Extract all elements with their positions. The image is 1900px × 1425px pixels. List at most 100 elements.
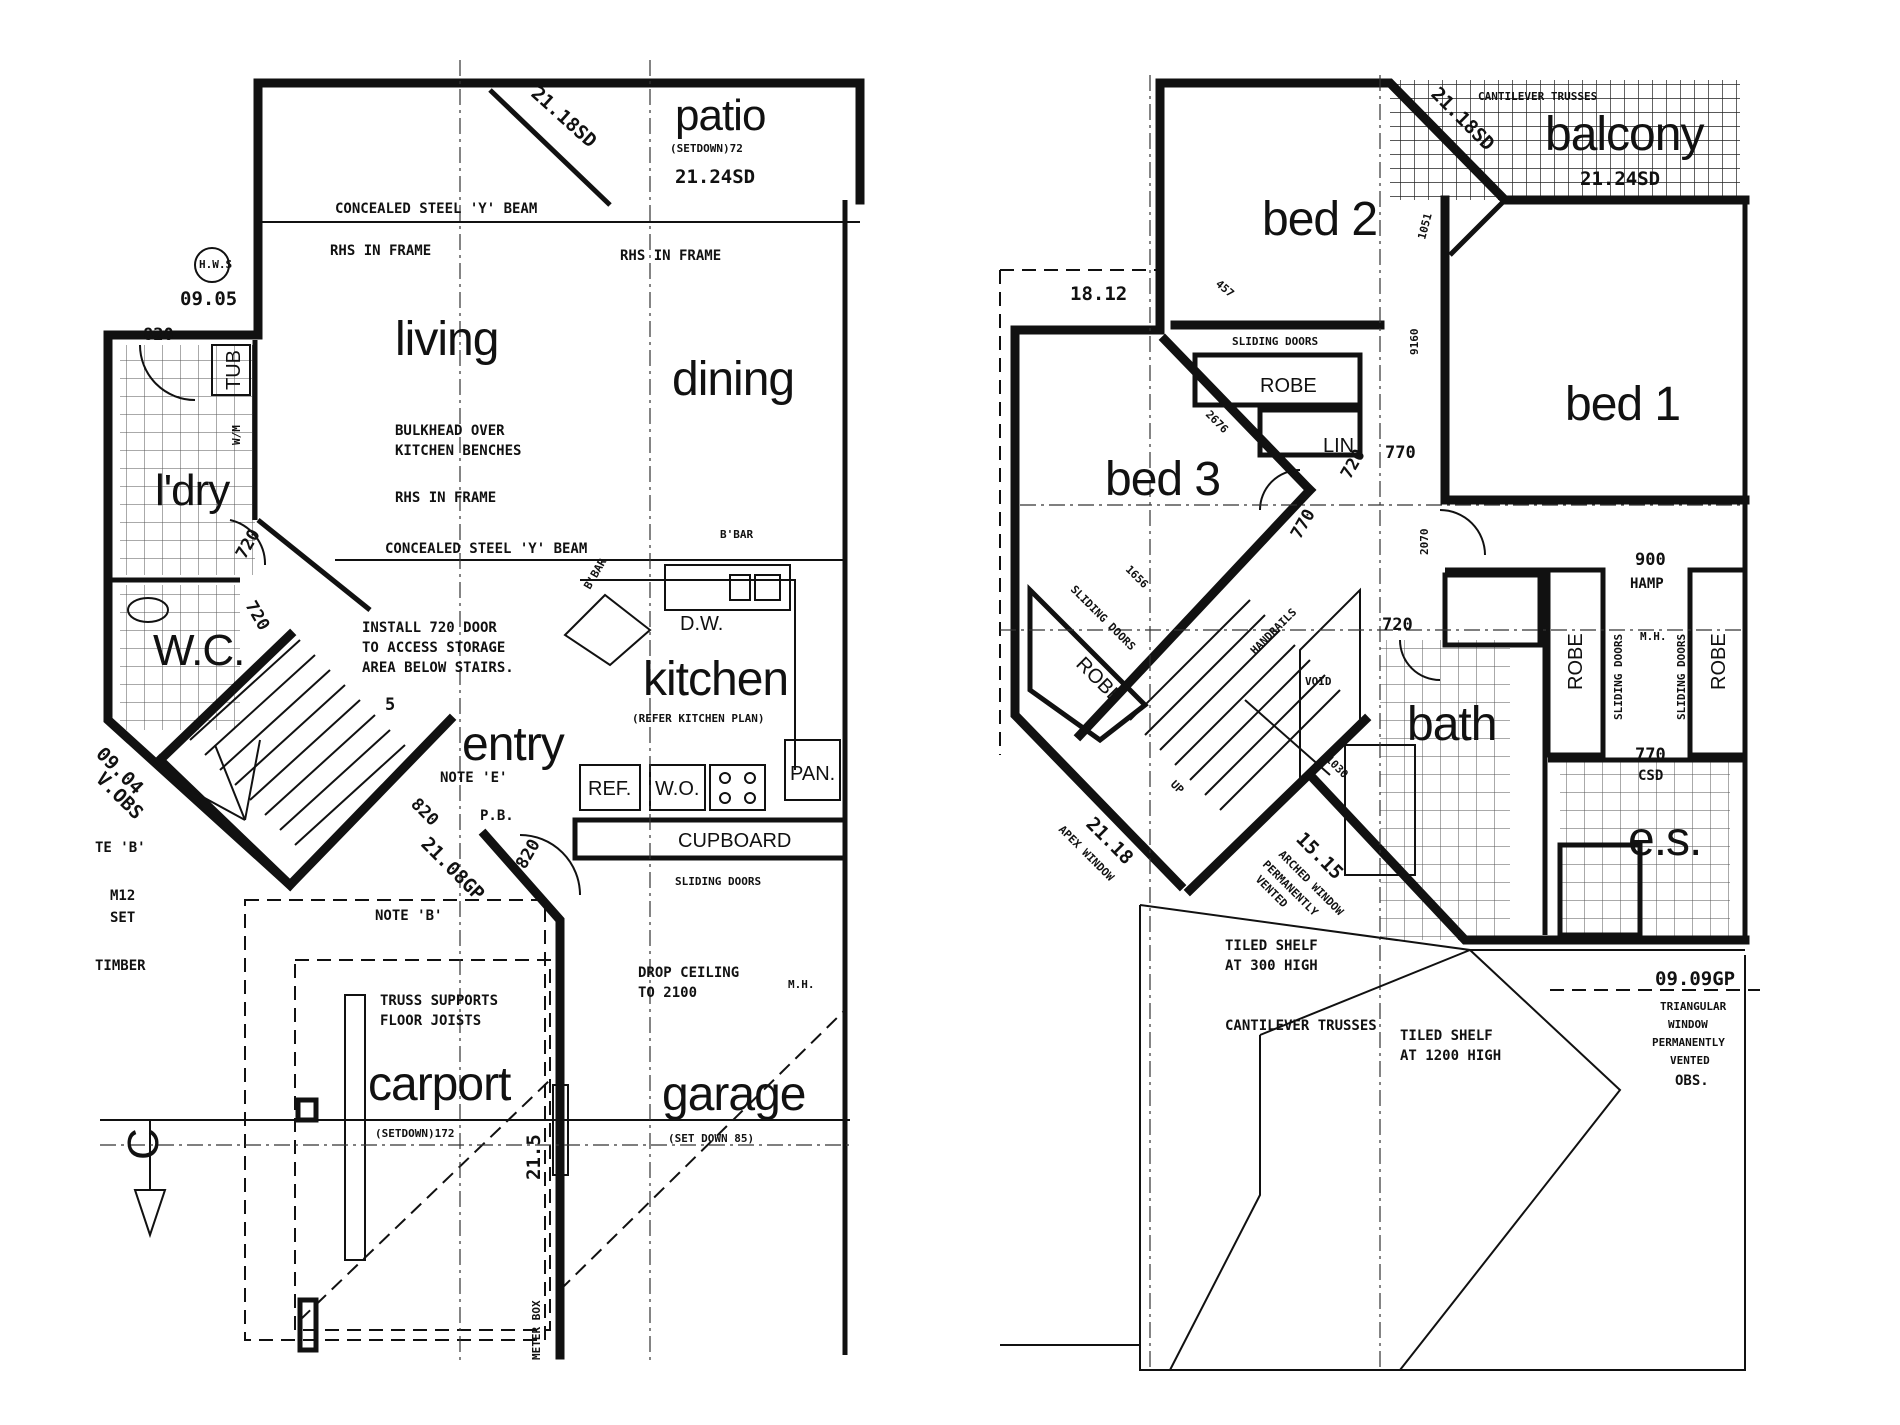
- lin-box: [1257, 407, 1363, 458]
- lin-label: LIN: [1323, 435, 1354, 457]
- tri-1: TRIANGULAR: [1660, 1000, 1727, 1013]
- dim-720-bath: 720: [1382, 615, 1413, 635]
- dw-label: D.W.: [680, 613, 723, 635]
- room-laundry: l'dry: [155, 466, 230, 515]
- robe-top-label: ROBE: [1260, 375, 1317, 397]
- wo-label: W.O.: [655, 778, 699, 800]
- garage-door-frame: [552, 1084, 569, 1176]
- upper-outer-top: [1155, 78, 1750, 205]
- ground-stair-wall: [153, 713, 457, 892]
- left-m12: M12: [110, 888, 135, 904]
- upper-bed3-diag: [1158, 333, 1317, 497]
- room-entry: entry: [462, 718, 565, 771]
- cooktop-box: [709, 764, 766, 811]
- tiled-shelf-1a: TILED SHELF: [1225, 938, 1318, 954]
- es-tiles: [1560, 760, 1730, 940]
- room-living: living: [395, 313, 498, 366]
- steel-beam-mid: CONCEALED STEEL 'Y' BEAM: [385, 541, 587, 557]
- room-patio: patio: [675, 91, 765, 140]
- garage-setdown: (SET DOWN 85): [668, 1132, 754, 1145]
- patio-level: 21.24SD: [675, 166, 755, 188]
- hamp-label: HAMP: [1630, 576, 1664, 592]
- ground-stairs: [189, 639, 406, 846]
- ref-label: REF.: [588, 778, 631, 800]
- dim-1656: 1656: [1123, 563, 1151, 591]
- note-e: NOTE 'E': [440, 770, 507, 786]
- rhs-mid: RHS IN FRAME: [395, 490, 496, 506]
- ref-box: [579, 764, 641, 811]
- csd-label: CSD: [1638, 768, 1663, 784]
- es-shower: [1557, 842, 1643, 938]
- robe-mid-label: ROBE: [1565, 633, 1587, 690]
- void-label: VOID: [1305, 675, 1332, 688]
- cupboard-box: [572, 817, 848, 861]
- wc-door-swing: [229, 519, 267, 566]
- hws-level: 09.05: [180, 288, 237, 310]
- door-level: 21.18SD: [527, 82, 601, 152]
- kitchen-ref: (REFER KITCHEN PLAN): [632, 712, 764, 725]
- mh-ground: M.H.: [788, 978, 815, 991]
- meter-box: METER BOX: [530, 1300, 543, 1360]
- upper-bottom-diag: [1183, 713, 1372, 897]
- upper-floor-plan: [999, 75, 1760, 1371]
- sliding-doors-g: SLIDING DOORS: [675, 875, 761, 888]
- tiled-shelf-2b: AT 1200 HIGH: [1400, 1048, 1501, 1064]
- dim-820-b: 820: [406, 794, 442, 830]
- post-2: [297, 1297, 319, 1353]
- install-3: AREA BELOW STAIRS.: [362, 660, 514, 676]
- sliding-doors-v2: SLIDING DOORS: [1675, 634, 1688, 720]
- room-kitchen: kitchen: [643, 653, 788, 706]
- pantry-box: [784, 739, 841, 801]
- sliding-doors-top: SLIDING DOORS: [1232, 335, 1318, 348]
- tiled-shelf-1b: AT 300 HIGH: [1225, 958, 1318, 974]
- rhs-left: RHS IN FRAME: [330, 243, 431, 259]
- tiled-shelf-2a: TILED SHELF: [1400, 1028, 1493, 1044]
- truss-support: [344, 994, 366, 1261]
- entry-door-swing: [519, 834, 581, 896]
- room-carport: carport: [368, 1058, 511, 1111]
- dim-1051: 1051: [1415, 211, 1435, 240]
- ground-outer-wall-top: [253, 78, 865, 205]
- dim-1030: 1030: [1323, 753, 1351, 781]
- room-bed2: bed 2: [1262, 193, 1377, 246]
- cupboard-label: CUPBOARD: [678, 830, 791, 852]
- bath-tiles: [1380, 640, 1510, 940]
- cantilever-top: CANTILEVER TRUSSES: [1478, 90, 1597, 103]
- drop-1: DROP CEILING: [638, 965, 739, 981]
- bulkhead-1: BULKHEAD OVER: [395, 423, 505, 439]
- dim-820-a: 820: [143, 325, 174, 345]
- room-bath: bath: [1407, 698, 1496, 751]
- robe-right-box: [1687, 567, 1748, 758]
- post-1: [295, 1097, 319, 1123]
- steel-beam-top: CONCEALED STEEL 'Y' BEAM: [335, 201, 537, 217]
- upper-outer-left: [1010, 78, 1187, 892]
- level-0909: 09.09GP: [1655, 968, 1735, 990]
- dim-457: 457: [1213, 277, 1237, 300]
- room-balcony: balcony: [1545, 108, 1704, 161]
- ground-floor-plan: [100, 60, 865, 1360]
- kitchen-bench: [580, 579, 796, 770]
- upper-stairs: [1129, 599, 1341, 811]
- ground-entry-wall: [478, 828, 565, 1360]
- truss-1: TRUSS SUPPORTS: [380, 993, 498, 1009]
- kitchen-sink: [664, 564, 791, 611]
- dim-900: 900: [1635, 550, 1666, 570]
- wm-label: W/M: [230, 425, 243, 445]
- bbar-top: B'BAR: [720, 528, 753, 541]
- ground-outer-wall-left: [103, 78, 297, 892]
- laundry-door-swing: [139, 344, 196, 401]
- dim-2676: 2676: [1203, 408, 1231, 436]
- hws-circle: [194, 247, 230, 283]
- dim-5: 5: [385, 695, 395, 715]
- void-area: [1299, 587, 1361, 783]
- carport-setdown: (SETDOWN)172: [375, 1127, 454, 1140]
- tri-3: PERMANENTLY: [1652, 1036, 1725, 1049]
- garage-roof: [294, 959, 551, 1331]
- note-b-left: TE 'B': [95, 840, 146, 856]
- bed3-robe: [1027, 583, 1149, 744]
- breakfast-bar: [563, 593, 652, 667]
- tri-2: WINDOW: [1668, 1018, 1708, 1031]
- left-set: SET: [110, 910, 135, 926]
- bath-wall: [1445, 567, 1548, 935]
